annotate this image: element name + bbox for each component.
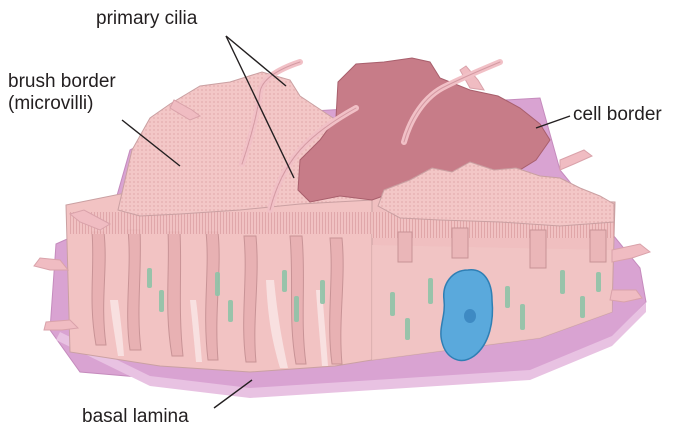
label-microvilli: (microvilli) <box>8 93 93 114</box>
label-primary-cilia: primary cilia <box>96 8 197 29</box>
nucleolus <box>464 309 476 323</box>
label-brush-border: brush border <box>8 71 116 92</box>
microvilli-band-left <box>70 212 372 234</box>
label-cell-border: cell border <box>573 104 662 125</box>
label-basal-lamina: basal lamina <box>82 406 189 427</box>
